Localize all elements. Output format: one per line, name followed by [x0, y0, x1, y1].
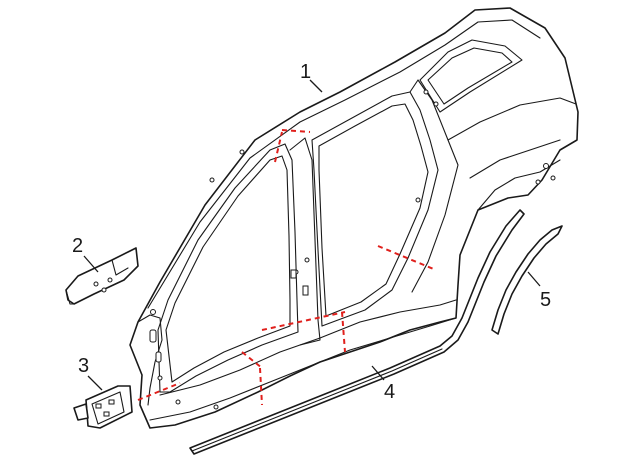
- leader-line: [83, 255, 99, 273]
- callout-1: 1: [300, 61, 323, 93]
- quarter-panel-line-lower: [469, 139, 561, 179]
- mount-hole: [150, 309, 156, 315]
- aperture-panel: [129, 7, 579, 429]
- b-pillar: [289, 137, 321, 346]
- bracket-edge: [111, 259, 129, 276]
- a-pillar-slot: [155, 351, 162, 363]
- mount-hole: [213, 404, 219, 410]
- mount-hole: [304, 257, 310, 263]
- mount-hole: [209, 177, 215, 183]
- callout-2: 2: [72, 235, 99, 273]
- quarter-window-inner: [427, 47, 513, 105]
- bracket-hole: [107, 277, 113, 283]
- roof-rail-line: [147, 19, 541, 309]
- plate-slot: [103, 411, 110, 417]
- mount-hole: [423, 89, 429, 95]
- mount-hole: [239, 149, 245, 155]
- mount-hole: [550, 175, 556, 181]
- plate-slot: [108, 399, 115, 405]
- mount-hole: [433, 101, 439, 107]
- front-door-opening: [157, 143, 299, 393]
- rocker-sill-upper: [159, 299, 457, 396]
- wheel-opening-molding-strip: [491, 225, 563, 335]
- callout-3: 3: [78, 355, 103, 391]
- cut-line: [377, 245, 437, 271]
- bracket-hole: [93, 281, 99, 287]
- callout-number: 2: [72, 235, 83, 257]
- leader-line: [371, 365, 385, 381]
- mount-hole: [175, 399, 181, 405]
- cut-line: [137, 382, 181, 401]
- mount-hole: [415, 197, 421, 203]
- reinforcement-plate: [73, 385, 133, 429]
- callout-number: 1: [300, 61, 311, 83]
- callout-5: 5: [527, 271, 551, 311]
- plate-slot: [95, 403, 102, 409]
- quarter-window: [419, 39, 523, 113]
- cut-line: [241, 351, 263, 369]
- bracket-body: [65, 247, 139, 305]
- bracket-hole: [101, 287, 107, 293]
- rear-door-opening: [311, 91, 439, 327]
- plate-face: [91, 391, 125, 425]
- aperture-panel-outline: [129, 7, 579, 429]
- wheel-opening-molding: [491, 225, 563, 335]
- bracket-flange: [65, 289, 75, 305]
- a-pillar-slot: [149, 329, 157, 343]
- mount-hole: [535, 179, 541, 185]
- rocker-molding: [189, 209, 525, 455]
- cut-line: [281, 129, 311, 133]
- section-cut-lines: [137, 129, 437, 406]
- callout-number: 5: [540, 289, 551, 311]
- a-pillar-lower: [137, 314, 163, 406]
- mount-hole: [543, 163, 549, 169]
- pillar-slot: [290, 269, 297, 279]
- leader-line: [309, 79, 323, 93]
- bracket: [65, 247, 139, 305]
- quarter-panel-line: [447, 97, 577, 141]
- callout-number: 3: [78, 355, 89, 377]
- cut-line: [259, 367, 263, 406]
- plate-tab: [73, 403, 89, 421]
- rocker-sill-lower: [149, 317, 457, 421]
- leader-line: [87, 375, 103, 391]
- cut-line: [341, 311, 346, 353]
- front-door-opening-inner: [165, 155, 291, 383]
- callout-number: 4: [384, 381, 395, 403]
- leader-line: [527, 271, 541, 287]
- rocker-molding-crease: [191, 348, 443, 452]
- mount-hole: [157, 375, 163, 381]
- pillar-slot: [302, 285, 309, 296]
- c-pillar: [409, 79, 459, 293]
- rear-door-opening-inner: [318, 103, 429, 317]
- rocker-molding-strip: [189, 209, 525, 455]
- callout-4: 4: [371, 365, 395, 403]
